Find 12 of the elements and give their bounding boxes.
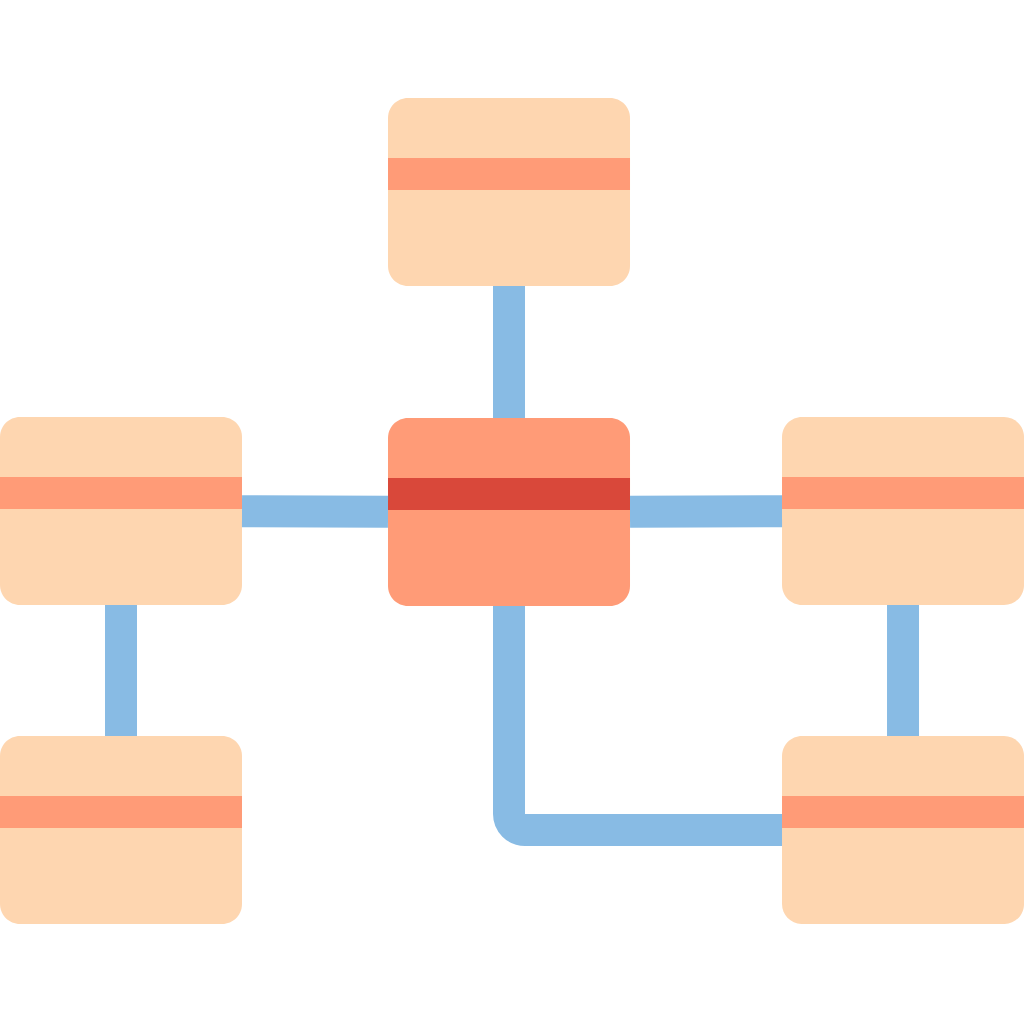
- connector-line: [493, 286, 525, 418]
- striped-box: [388, 98, 630, 286]
- connector-line: [241, 495, 389, 528]
- connector-line: [493, 606, 782, 846]
- striped-box: [782, 417, 1024, 605]
- connector-line: [105, 605, 137, 736]
- striped-box: [388, 418, 630, 606]
- connector-line: [629, 495, 782, 528]
- striped-box: [0, 417, 242, 605]
- striped-box: [782, 736, 1024, 924]
- striped-box: [0, 736, 242, 924]
- connector-line: [887, 605, 919, 736]
